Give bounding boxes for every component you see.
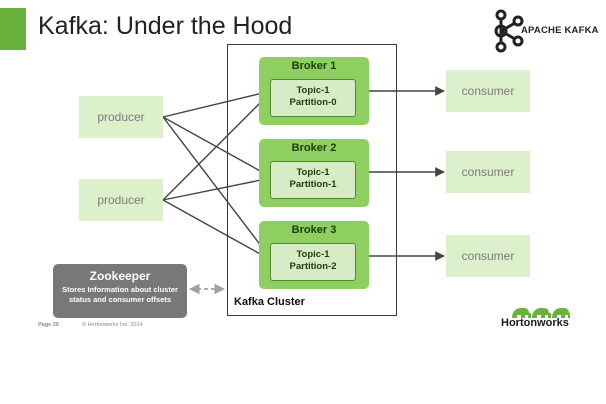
broker-1: Broker 1 Topic-1 Partition-0 [259, 57, 369, 125]
zookeeper-desc-line2: status and consumer offsets [68, 295, 172, 304]
slide-title: Kafka: Under the Hood [38, 12, 293, 40]
partition-label: Partition-1 [289, 179, 337, 190]
topic-label: Topic-1 [296, 85, 330, 96]
partition-box: Topic-1 Partition-2 [270, 243, 356, 281]
arrow-producer2-broker3 [162, 199, 272, 261]
zookeeper-title: Zookeeper [89, 269, 151, 283]
partition-label: Partition-2 [289, 261, 337, 272]
zookeeper-box: Zookeeper Stores Information about clust… [53, 264, 187, 318]
partition-box: Topic-1 Partition-1 [270, 161, 356, 199]
consumer-box: consumer [446, 151, 530, 193]
kafka-cluster-label: Kafka Cluster [234, 296, 305, 308]
arrow-producer2-broker2 [162, 174, 272, 201]
kafka-cluster-box [227, 44, 397, 316]
hortonworks-brand: Hortonworks [501, 317, 569, 329]
elephants-logo-icon [512, 307, 570, 318]
broker-title: Broker 3 [291, 224, 337, 236]
broker-title: Broker 2 [291, 142, 337, 154]
arrow-producer1-broker2 [162, 116, 272, 178]
topic-label: Topic-1 [296, 249, 330, 260]
kafka-logo-icon [494, 9, 524, 53]
partition-label: Partition-0 [289, 97, 337, 108]
copyright: © Hortonworks Inc. 2014 [82, 322, 143, 328]
page-number: Page 20 [38, 322, 59, 328]
broker-title: Broker 1 [291, 60, 337, 72]
arrow-producer1-broker1 [162, 88, 272, 118]
partition-box: Topic-1 Partition-0 [270, 79, 356, 117]
kafka-logo-text: APACHE KAFKA [521, 25, 599, 36]
broker-3: Broker 3 Topic-1 Partition-2 [259, 221, 369, 289]
arrow-producer1-broker3 [162, 116, 272, 260]
consumer-box: consumer [446, 235, 530, 277]
arrow-producer2-broker1 [162, 91, 272, 201]
zookeeper-desc-line1: Stores Information about cluster [62, 285, 178, 294]
producer-box: producer [79, 96, 163, 138]
producer-box: producer [79, 179, 163, 221]
accent-bar [0, 8, 26, 50]
broker-2: Broker 2 Topic-1 Partition-1 [259, 139, 369, 207]
topic-label: Topic-1 [296, 167, 330, 178]
consumer-box: consumer [446, 70, 530, 112]
